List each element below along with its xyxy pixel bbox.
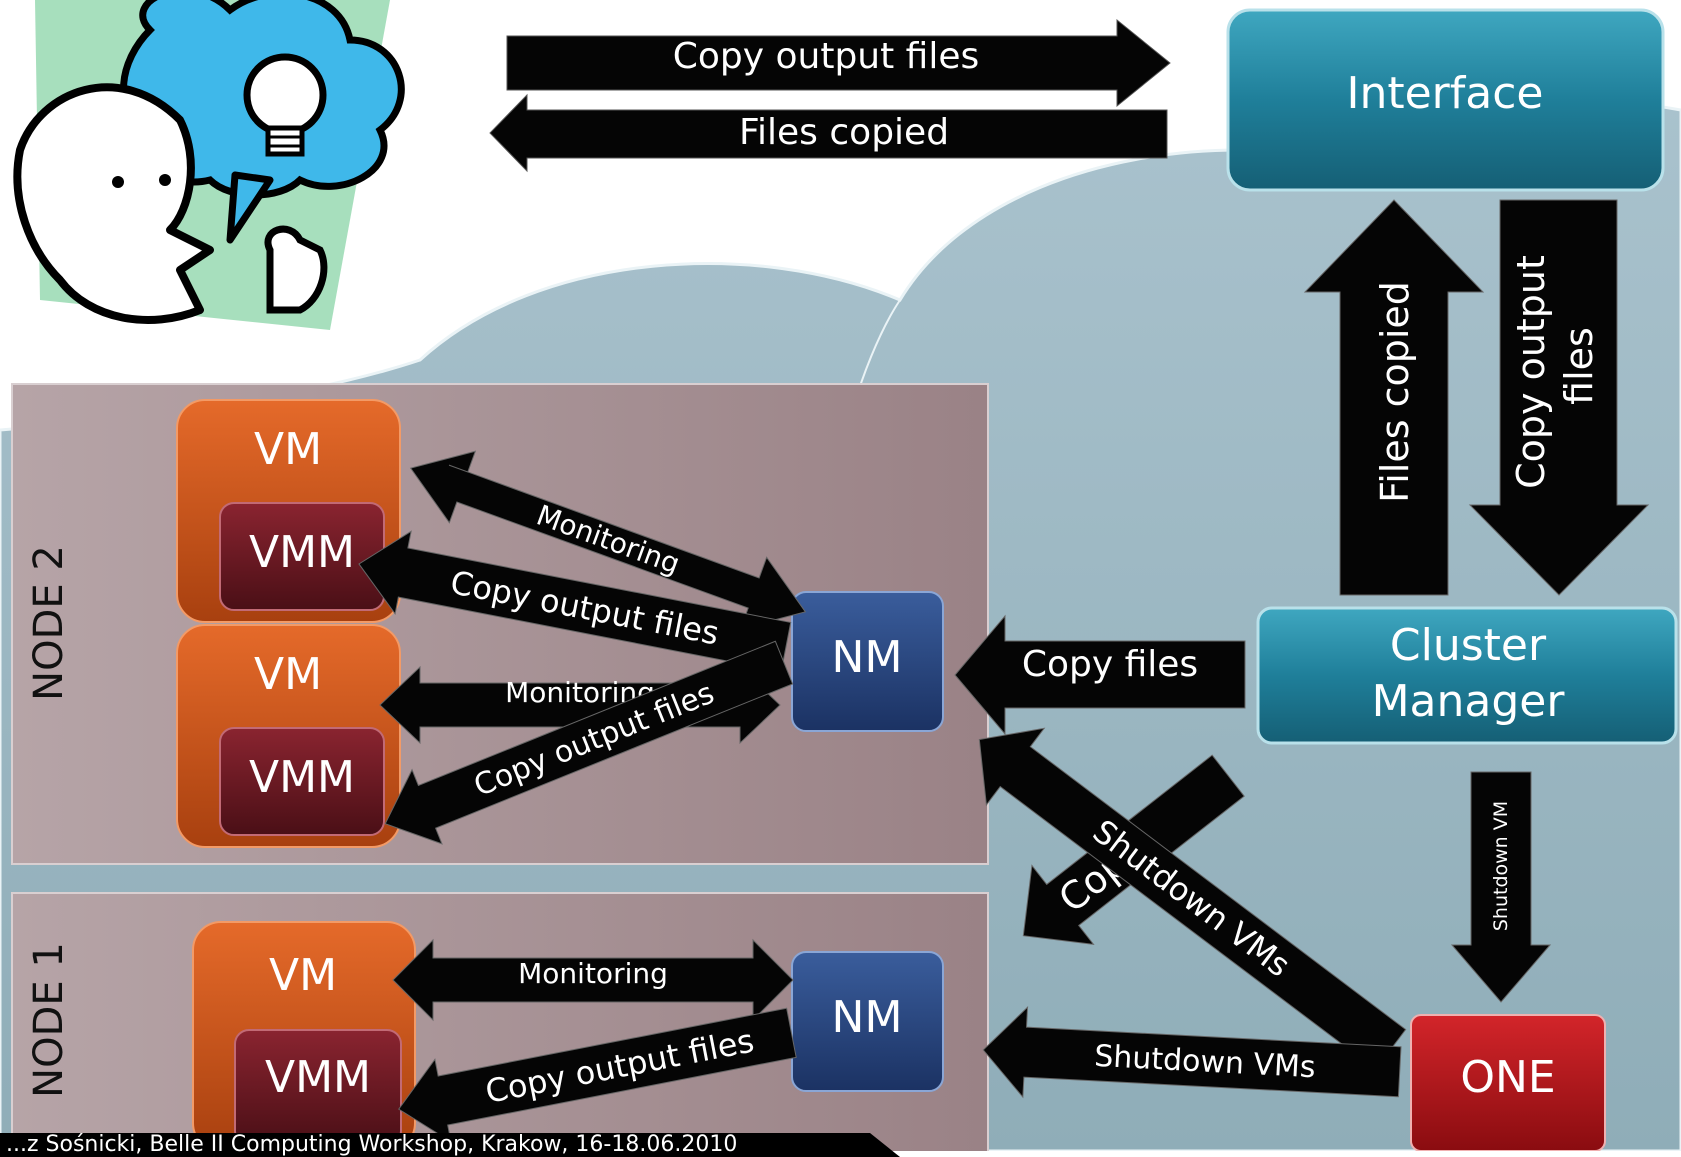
node2-vmm-bottom-label: VMM (249, 752, 355, 803)
node2-vm-bottom: VM VMM (176, 624, 401, 848)
node1-vm: VM VMM (192, 921, 416, 1151)
one-label: ONE (1460, 1052, 1555, 1103)
node2-nm-box: NM (791, 591, 944, 732)
top-arrow-right-label: Copy output files (673, 36, 980, 77)
cluster-manager-box: Cluster Manager (1256, 606, 1678, 745)
one-to-nm1-arrow: Shutdown VMs (982, 1005, 1402, 1099)
arrow-up-files-copied: Files copied (1303, 199, 1485, 596)
arrow-down-label-2: files (1557, 327, 1601, 405)
arrow-shutdown-vm: Shutdown VM (1450, 771, 1552, 1003)
cm-to-nm2-label: Copy files (1022, 644, 1198, 685)
top-arrow-left: Files copied (489, 93, 1168, 173)
cm-to-nm2-arrow: Copy files (954, 614, 1246, 736)
node1-vmm-label: VMM (265, 1052, 371, 1103)
arrow-down-copy-output: Copy output files (1468, 199, 1650, 596)
top-arrow-left-label: Files copied (739, 112, 949, 153)
node1-monitoring-arrow: Monitoring (392, 938, 794, 1022)
node1-nm-box: NM (791, 951, 944, 1092)
node2-label: NODE 2 (26, 545, 72, 701)
arrow-down-label-1: Copy output (1509, 255, 1553, 489)
cluster-manager-label-1: Cluster (1390, 620, 1547, 671)
node1-label: NODE 1 (26, 942, 72, 1098)
node2-nm-label: NM (832, 632, 903, 683)
node1-nm-label: NM (832, 992, 903, 1043)
one-box: ONE (1410, 1014, 1606, 1151)
footer-credit: ...z Sośnicki, Belle II Computing Worksh… (0, 1133, 900, 1157)
node1-panel: NODE 1 VM VMM NM Monitoring Copy output … (11, 892, 989, 1151)
interface-label: Interface (1347, 68, 1544, 119)
node1-monitoring-label: Monitoring (518, 957, 668, 990)
cluster-manager-label-2: Manager (1372, 676, 1566, 727)
node2-panel: NODE 2 VM VMM VM VMM NM Monitoring Copy … (11, 383, 989, 865)
node2-vmm-top-label: VMM (249, 527, 355, 578)
node2-vm-top-label: VM (254, 424, 322, 475)
arrow-shutdown-vm-label: Shutdown VM (1490, 801, 1512, 931)
node2-vm-top: VM VMM (176, 399, 401, 623)
top-arrow-right: Copy output files (506, 18, 1171, 108)
node2-vm-bottom-label: VM (254, 649, 322, 700)
idea-person-clipart (13, 0, 405, 330)
interface-box: Interface (1226, 8, 1665, 192)
node1-vm-label: VM (269, 950, 337, 1001)
arrow-up-label: Files copied (1373, 281, 1417, 503)
